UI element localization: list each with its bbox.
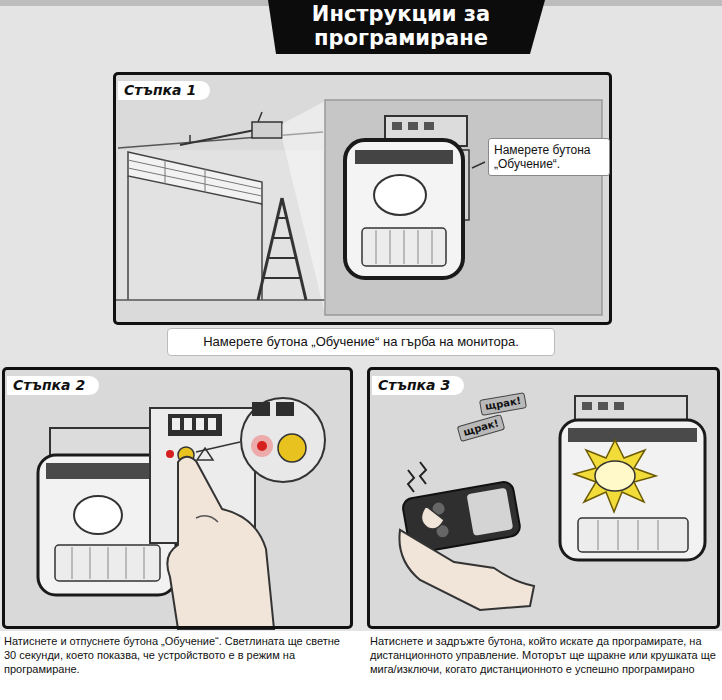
sound-tag: щрак! <box>457 414 506 442</box>
sound-tag: щрак! <box>479 392 527 416</box>
step-caption: Натиснете и задръжте бутона, който искат… <box>370 634 716 676</box>
step-heading: Стъпка 3 <box>372 376 464 395</box>
step-heading: Стъпка 2 <box>7 376 99 395</box>
callout-box: Намерете бутона „Обучение“. <box>488 138 610 176</box>
caption-box: Намерете бутона „Обучение“ на гърба на м… <box>167 328 555 356</box>
title-text: Инструкции за програмиране <box>282 2 520 50</box>
box-text: Намерете бутона „Обучение“ на гърба на м… <box>176 334 546 350</box>
step-caption: Натиснете и отпуснете бутона „Обучение“.… <box>4 634 354 676</box>
step-heading: Стъпка 1 <box>118 81 210 100</box>
step-panel: Стъпка 1 Намерете бутона „Обучение“. <box>113 72 612 325</box>
step-panel: Стъпка 2 <box>2 367 353 629</box>
step-panel: Стъпка 3 <box>367 367 720 629</box>
box-text: Намерете бутона „Обучение“. <box>494 143 604 171</box>
